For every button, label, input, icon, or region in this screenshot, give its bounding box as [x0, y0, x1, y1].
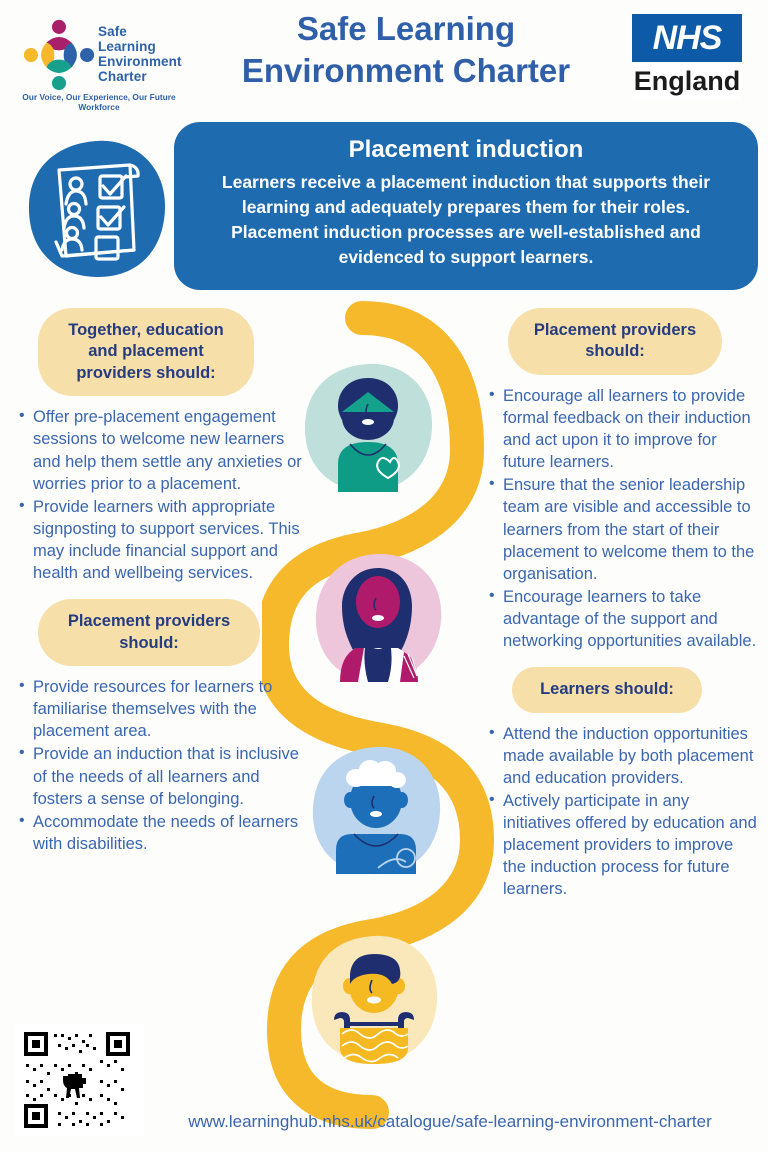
logo-tagline: Our Voice, Our Experience, Our Future Wo…: [22, 92, 176, 112]
list-item: Attend the induction opportunities made …: [486, 722, 758, 789]
list-item: Ensure that the senior leadership team a…: [486, 473, 758, 585]
pill-placement-providers-left: Placement providers should:: [38, 599, 260, 667]
footer-url[interactable]: www.learninghub.nhs.uk/catalogue/safe-le…: [188, 1112, 712, 1131]
spacer: [486, 653, 758, 667]
right-section1-bullets: Encourage all learners to provide formal…: [486, 384, 758, 652]
logo-line-3: Environment: [98, 54, 182, 70]
left-section2-bullets: Provide resources for learners to famili…: [16, 675, 306, 855]
dino-glyph: [63, 1074, 86, 1098]
pill-learners-should: Learners should:: [512, 667, 702, 713]
qr-code[interactable]: [14, 1024, 144, 1136]
avatar-wheelchair-user-icon: [311, 935, 438, 1064]
right-column: Placement providers should: Encourage al…: [486, 308, 758, 902]
safe-learning-charter-logo: Safe Learning Environment Charter Our Vo…: [12, 12, 184, 112]
list-item: Provide learners with appropriate signpo…: [16, 495, 306, 584]
list-item: Encourage all learners to provide formal…: [486, 384, 758, 473]
avatar-hijab-woman-icon: [315, 554, 442, 682]
list-item: Offer pre-placement engagement sessions …: [16, 405, 306, 494]
logo-line-4: Charter: [98, 69, 147, 85]
yellow-s-curve-ribbon: [254, 301, 495, 1129]
placement-induction-banner: Placement induction Learners receive a p…: [174, 122, 758, 290]
pill-together-education-placement: Together, education and placement provid…: [38, 308, 254, 397]
list-item: Accommodate the needs of learners with d…: [16, 810, 306, 855]
logo-line-1: Safe: [98, 24, 127, 39]
list-item: Actively participate in any initiatives …: [486, 789, 758, 901]
pill-placement-providers-right: Placement providers should:: [508, 308, 722, 375]
avatar-older-person-icon: [312, 746, 441, 875]
right-section2-bullets: Attend the induction opportunities made …: [486, 722, 758, 901]
nhs-mark: NHS: [632, 14, 742, 62]
spacer: [16, 585, 306, 599]
logo-line-2: Learning: [98, 39, 156, 55]
people-circle-icon: [23, 19, 95, 91]
page-header: Safe Learning Environment Charter Our Vo…: [0, 0, 768, 118]
qr-code-icon: [14, 1024, 144, 1136]
clipboard-checklist-icon: [28, 140, 166, 278]
page-title: Safe Learning Environment Charter: [241, 10, 571, 90]
avatar-turban-nurse-icon: [304, 363, 433, 492]
logo-wordmark: Safe Learning Environment Charter: [98, 24, 182, 84]
banner-title: Placement induction: [348, 136, 584, 163]
nhs-region-label: England: [633, 65, 741, 96]
left-column: Together, education and placement provid…: [16, 308, 306, 856]
banner-description: Learners receive a placement induction t…: [221, 172, 711, 267]
left-section1-bullets: Offer pre-placement engagement sessions …: [16, 405, 306, 584]
nhs-england-logo: NHS England: [632, 12, 742, 100]
list-item: Provide resources for learners to famili…: [16, 675, 306, 742]
center-illustration: [254, 300, 512, 1130]
list-item: Provide an induction that is inclusive o…: [16, 742, 306, 809]
list-item: Encourage learners to take advantage of …: [486, 585, 758, 652]
